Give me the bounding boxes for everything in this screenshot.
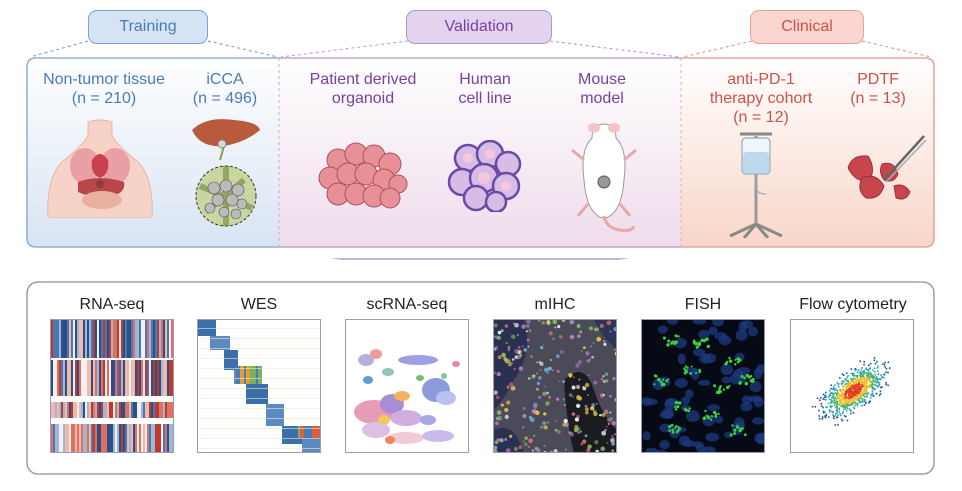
mouse-model-name-line2: model bbox=[580, 90, 624, 107]
icca-label: iCCA (n = 496) bbox=[180, 70, 270, 108]
cell-cluster-icon bbox=[447, 140, 522, 212]
cell-line-name-line2: cell line bbox=[458, 90, 512, 107]
tab-validation: Validation bbox=[406, 10, 552, 44]
wes-mutation-plot bbox=[197, 319, 321, 453]
assay-title-mihc: mIHC bbox=[534, 296, 576, 313]
assay-title-rnaseq: RNA-seq bbox=[79, 296, 145, 313]
anti-pd1-count: (n = 12) bbox=[733, 109, 789, 126]
wes-mutation-canvas bbox=[198, 320, 320, 452]
mouse-icon bbox=[571, 123, 637, 232]
cell-line-label: Human cell line bbox=[440, 70, 530, 108]
human-torso-icon bbox=[47, 119, 153, 218]
pdtf-count: (n = 13) bbox=[850, 90, 906, 107]
assay-title-flow: Flow cytometry bbox=[799, 296, 907, 313]
anti-pd1-name-line2: therapy cohort bbox=[709, 90, 813, 107]
fish-image bbox=[641, 319, 765, 453]
icca-count: (n = 496) bbox=[192, 90, 258, 107]
organoid-name-line2: organoid bbox=[331, 90, 395, 107]
mouse-model-label: Mouse model bbox=[560, 70, 644, 108]
tissue-fragment-icon bbox=[847, 135, 927, 200]
non-tumor-tissue-name: Non-tumor tissue bbox=[43, 71, 165, 88]
non-tumor-tissue-count: (n = 210) bbox=[71, 90, 137, 107]
scrnaseq-umap bbox=[345, 319, 469, 453]
flow-cytometry-canvas bbox=[811, 357, 891, 426]
assay-title-wes: WES bbox=[240, 296, 278, 313]
scrnaseq-umap-canvas bbox=[354, 349, 460, 444]
tab-training: Training bbox=[88, 10, 208, 44]
organoid-name-line1: Patient derived bbox=[309, 71, 417, 88]
iv-drip-icon bbox=[729, 132, 783, 238]
cell-line-name-line1: Human bbox=[459, 71, 511, 88]
mihc-image-canvas bbox=[494, 320, 616, 452]
organoid-icon bbox=[318, 142, 408, 209]
pdtf-label: PDTF (n = 13) bbox=[838, 70, 918, 108]
mihc-image bbox=[493, 319, 617, 453]
anti-pd1-label: anti-PD-1 therapy cohort (n = 12) bbox=[696, 70, 826, 127]
mouse-model-name-line1: Mouse bbox=[577, 71, 627, 88]
rnaseq-heatmap-canvas bbox=[51, 320, 173, 452]
fish-image-canvas bbox=[642, 320, 764, 452]
non-tumor-tissue-label: Non-tumor tissue (n = 210) bbox=[38, 70, 170, 108]
pdtf-name: PDTF bbox=[857, 71, 899, 88]
icca-name: iCCA bbox=[206, 71, 244, 88]
liver-tumor-icon bbox=[192, 119, 260, 227]
tab-clinical: Clinical bbox=[750, 10, 864, 44]
flow-cytometry-plot bbox=[790, 319, 914, 453]
assay-title-scrnaseq: scRNA-seq bbox=[366, 296, 448, 313]
organoid-label: Patient derived organoid bbox=[296, 70, 430, 108]
assay-title-fish: FISH bbox=[684, 296, 722, 313]
rnaseq-heatmap bbox=[50, 319, 174, 453]
anti-pd1-name-line1: anti-PD-1 bbox=[727, 71, 795, 88]
